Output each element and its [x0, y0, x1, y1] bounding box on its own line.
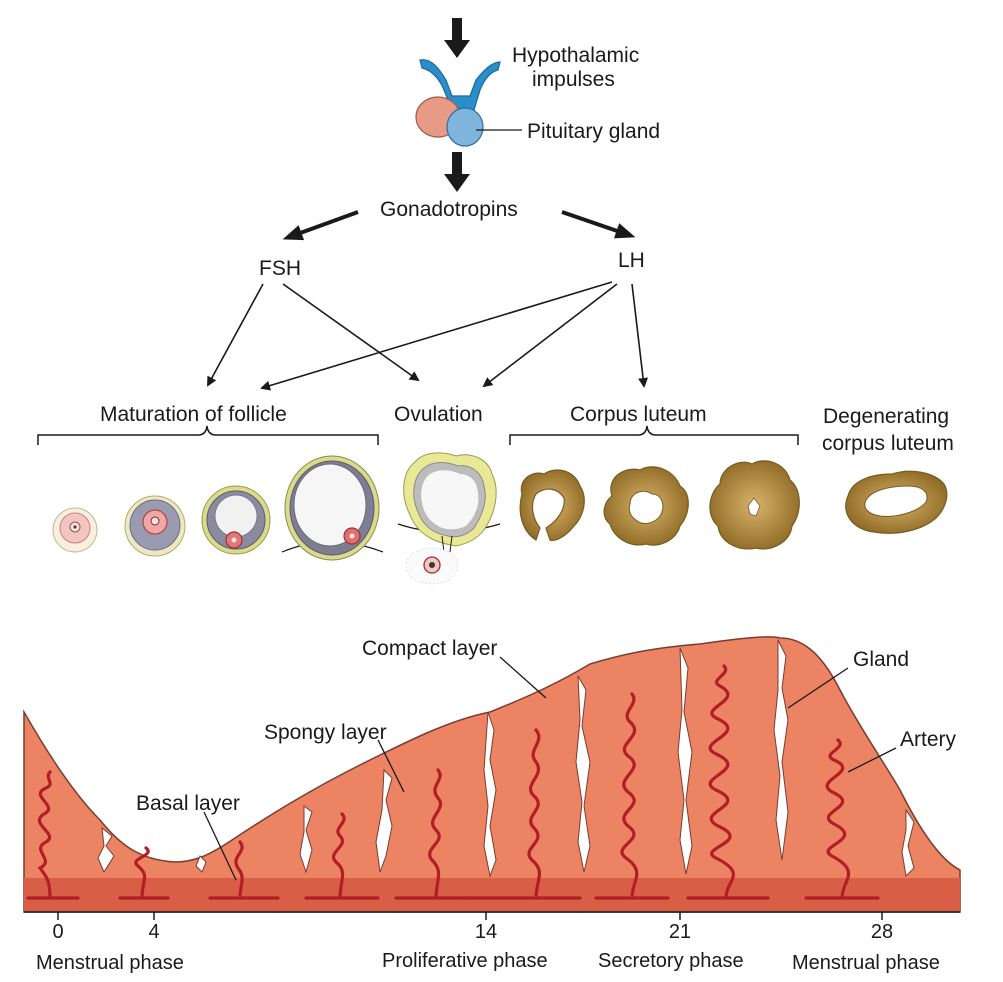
hypothalamic-impulses-label-2: impulses	[532, 68, 615, 91]
secondary-follicle	[201, 485, 271, 555]
mature-corpus-luteum	[603, 466, 689, 546]
arrow-lh-to-maturation	[260, 281, 613, 391]
day-0-label: 0	[52, 921, 63, 943]
ovulating-follicle	[397, 452, 501, 585]
day-28-label: 28	[871, 921, 893, 943]
maturation-of-follicle-label: Maturation of follicle	[100, 403, 287, 426]
corpus-luteum-peak	[709, 460, 800, 550]
day-4-label: 4	[148, 921, 159, 943]
fsh-label: FSH	[259, 257, 301, 280]
spiral-arteries	[26, 664, 880, 900]
arrow-to-fsh	[282, 210, 359, 241]
arrow-fsh-to-maturation	[207, 283, 264, 387]
arrow-lh-to-ovulation	[482, 283, 618, 388]
maturation-bracket	[37, 425, 379, 445]
corpus-luteum-bracket	[509, 425, 799, 445]
arrow-lh-to-corpus-luteum	[631, 283, 649, 388]
hypothalamic-impulse-arrow	[444, 18, 470, 58]
artery-label: Artery	[900, 728, 957, 751]
day-21-label: 21	[669, 921, 691, 943]
hypothalamic-impulses-label-1: Hypothalamic	[512, 44, 639, 67]
corpus-luteum-label: Corpus luteum	[570, 403, 707, 426]
degenerating-label-1: Degenerating	[823, 405, 949, 428]
graafian-follicle	[281, 455, 384, 561]
arrow-to-lh	[561, 210, 636, 239]
day-14-label: 14	[475, 921, 497, 943]
degenerating-corpus-luteum	[845, 470, 948, 534]
pituitary-gland-illustration	[415, 59, 501, 147]
menstrual-phase-label-start: Menstrual phase	[36, 952, 184, 974]
early-corpus-luteum	[519, 469, 585, 541]
compact-layer-label: Compact layer	[362, 637, 497, 660]
endometrial-glands	[97, 639, 915, 878]
primordial-follicle	[52, 507, 98, 553]
pituitary-gland-label: Pituitary gland	[527, 120, 660, 143]
gland-label: Gland	[853, 648, 909, 671]
endometrium-leader-lines	[203, 656, 897, 881]
ovulation-label: Ovulation	[394, 403, 483, 426]
proliferative-phase-label: Proliferative phase	[382, 950, 548, 972]
primary-follicle	[124, 495, 186, 557]
arrow-fsh-to-ovulation	[282, 283, 420, 382]
gonadotropin-release-arrow	[444, 152, 470, 192]
hormone-action-arrows	[207, 281, 649, 391]
cycle-timeline	[24, 911, 960, 920]
basal-layer-label: Basal layer	[136, 792, 240, 815]
degenerating-label-2: corpus luteum	[822, 432, 954, 455]
menstrual-phase-label-end: Menstrual phase	[792, 952, 940, 974]
spongy-layer-label: Spongy layer	[264, 721, 387, 744]
gonadotropins-label: Gonadotropins	[380, 198, 518, 221]
lh-label: LH	[618, 249, 645, 272]
secretory-phase-label: Secretory phase	[598, 950, 744, 972]
